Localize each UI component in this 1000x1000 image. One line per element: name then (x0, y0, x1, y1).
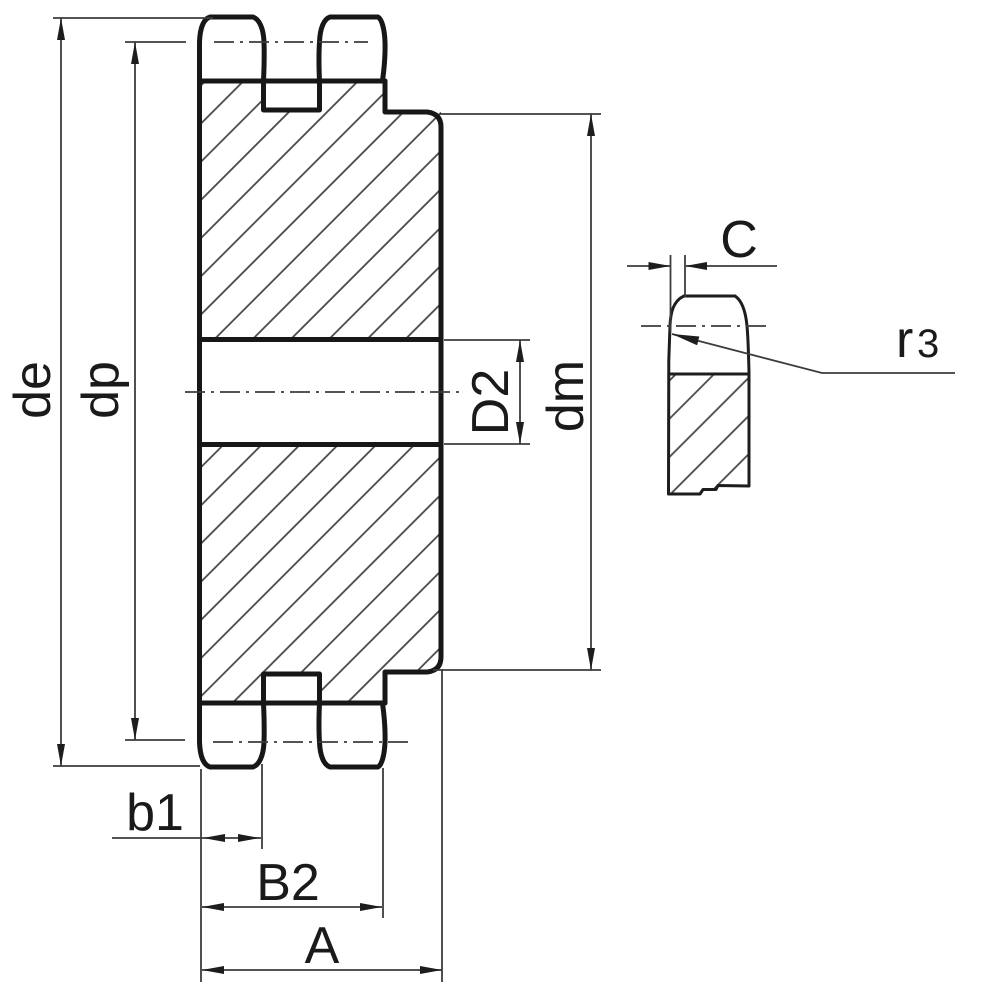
a-arrow-left-icon (202, 966, 224, 974)
dimension-A: A (202, 669, 443, 982)
b2-arrow-left-icon (202, 903, 224, 911)
dimension-C: C (627, 211, 777, 332)
de-arrow-up-icon (57, 18, 65, 40)
a-label: A (305, 917, 340, 975)
dimension-B2: B2 (202, 768, 384, 918)
a-arrow-right-icon (420, 966, 442, 974)
tooth-detail-view: C r 3 (627, 211, 955, 496)
dp-label: dp (72, 361, 130, 419)
dimension-dp: dp (72, 41, 186, 741)
b1-label: b1 (126, 784, 184, 842)
r3-label-subscript: 3 (917, 322, 939, 366)
b2-arrow-right-icon (360, 903, 382, 911)
d2-label: D2 (462, 369, 520, 435)
dimension-r3: r 3 (671, 311, 955, 374)
dp-arrow-up-icon (131, 42, 139, 64)
r3-label-letter: r (896, 311, 913, 369)
dimension-b1: b1 (112, 764, 263, 982)
c-arrow-left-icon (685, 262, 707, 270)
c-label: C (720, 211, 758, 269)
dm-arrow-down-icon (587, 648, 595, 670)
d2-arrow-down-icon (516, 422, 524, 444)
dp-arrow-down-icon (131, 718, 139, 740)
dimension-de: de (4, 17, 213, 767)
dm-label: dm (537, 360, 595, 432)
b2-label: B2 (256, 854, 320, 912)
dimension-D2: D2 (444, 339, 530, 445)
r3-arrow-icon (672, 334, 700, 346)
detail-hatch-area (668, 374, 749, 494)
r3-leader-line (671, 333, 955, 374)
b1-arrow-right-icon (238, 834, 260, 842)
hatch-area-lower (201, 444, 441, 703)
b1-arrow-left-icon (203, 834, 225, 842)
de-label: de (4, 361, 62, 419)
sprocket-outline (197, 14, 444, 770)
main-section-view (185, 14, 460, 770)
dm-arrow-up-icon (587, 114, 595, 136)
dimension-dm: dm (433, 113, 601, 671)
c-arrow-right-icon (648, 262, 671, 270)
de-arrow-down-icon (57, 744, 65, 766)
hatch-area-upper (201, 81, 441, 340)
d2-arrow-up-icon (516, 340, 524, 362)
